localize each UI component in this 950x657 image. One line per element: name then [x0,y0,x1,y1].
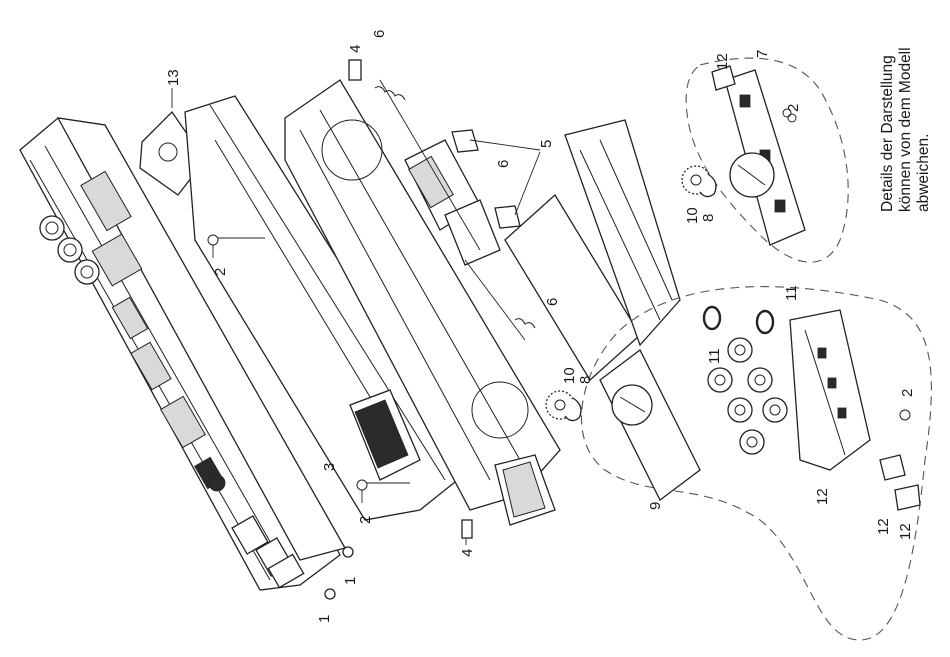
callout-11: 11 [783,285,800,301]
note-line-3: abweichen. [915,134,932,212]
callout-11: 11 [706,348,723,364]
callout-1: 1 [342,577,359,585]
callout-7: 7 [754,50,771,58]
callout-2: 2 [899,389,916,397]
callout-4: 4 [347,45,364,53]
callout-10: 10 [684,207,701,224]
callout-10: 10 [561,367,578,384]
gear-center [546,391,581,421]
callout-9: 9 [647,502,664,510]
truck-assembly-front [682,58,848,262]
bottom-plate [505,120,680,380]
callout-5: 5 [538,140,555,148]
note-line-2: können von dem Modell [897,47,914,212]
callout-2: 2 [357,516,374,524]
callout-1: 1 [316,615,333,623]
callout-2: 2 [785,104,802,112]
callout-2: 2 [212,268,229,276]
callout-13: 13 [165,69,182,86]
callout-12: 12 [875,518,892,535]
callout-6: 6 [495,160,512,168]
callout-6: 6 [544,298,561,306]
callout-3: 3 [321,463,338,471]
disclaimer-note: Details der Darstellung können von dem M… [879,47,932,212]
callout-12: 12 [714,53,731,70]
callout-12: 12 [814,488,831,505]
note-line-1: Details der Darstellung [879,55,896,212]
callout-4: 4 [459,549,476,557]
callout-12: 12 [897,523,914,540]
callout-6: 6 [371,30,388,38]
callout-8: 8 [577,376,594,384]
callout-8: 8 [700,214,717,222]
